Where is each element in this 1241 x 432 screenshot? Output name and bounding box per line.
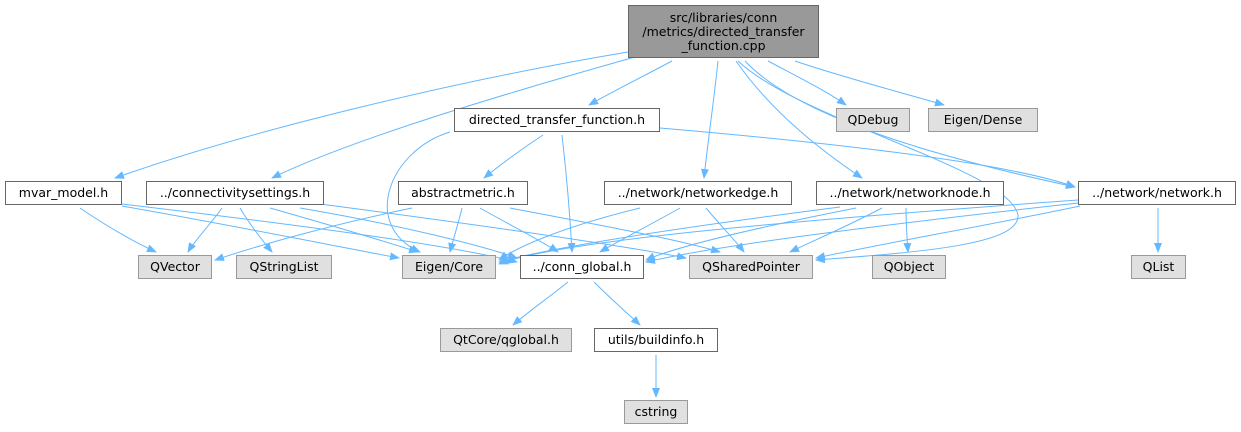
edge-root-to-networkedge-h bbox=[700, 60, 719, 179]
root-file-label-line-1: src/libraries/conn bbox=[669, 9, 778, 25]
node-conn-global-h[interactable]: ../conn_global.h bbox=[520, 255, 644, 279]
edge-networknode-to-qsharedpointer bbox=[789, 207, 883, 253]
node-label: QtCore/qglobal.h bbox=[453, 332, 559, 347]
node-cstring[interactable]: cstring bbox=[624, 400, 688, 424]
root-file-node[interactable]: src/libraries/conn /metrics/directed_tra… bbox=[628, 5, 819, 58]
edge-network-h-to-qsharedpointer bbox=[815, 205, 1081, 261]
node-label: cstring bbox=[634, 404, 678, 419]
edge-abstractmetric-to-qvector bbox=[214, 207, 413, 261]
edge-network-h-to-eigen-core bbox=[498, 199, 1079, 265]
node-utils-buildinfo-h[interactable]: utils/buildinfo.h bbox=[594, 328, 718, 352]
node-abstractmetric-h[interactable]: abstractmetric.h bbox=[398, 181, 528, 205]
node-network-h[interactable]: ../network/network.h bbox=[1078, 181, 1236, 205]
node-label: QStringList bbox=[249, 259, 319, 274]
node-label: mvar_model.h bbox=[18, 185, 109, 200]
edge-connectivitysettings-to-qvector bbox=[187, 207, 223, 253]
edge-conn-global-to-utils-buildinfo-h bbox=[593, 281, 641, 326]
edge-networknode-to-qobject bbox=[903, 207, 912, 253]
edge-mvar-model-to-qvector bbox=[79, 207, 157, 253]
edge-root-to-eigen-dense bbox=[794, 60, 945, 107]
node-qsharedpointer[interactable]: QSharedPointer bbox=[689, 255, 813, 279]
edge-abstractmetric-to-eigen-core bbox=[448, 207, 463, 253]
node-qobject[interactable]: QObject bbox=[872, 255, 946, 279]
node-connectivitysettings-h[interactable]: ../connectivitysettings.h bbox=[146, 181, 324, 205]
node-label: ../connectivitysettings.h bbox=[159, 185, 311, 200]
node-label: ../network/networkedge.h bbox=[617, 185, 779, 200]
node-label: Eigen/Dense bbox=[943, 112, 1023, 127]
node-label: QDebug bbox=[847, 112, 899, 127]
edge-root-to-mvar-model-h bbox=[114, 51, 629, 179]
node-label: QSharedPointer bbox=[702, 259, 800, 274]
edge-network-h-to-conn-global-h bbox=[645, 202, 1079, 264]
node-networkedge-h[interactable]: ../network/networkedge.h bbox=[604, 181, 792, 205]
node-label: directed_transfer_function.h bbox=[468, 112, 646, 127]
node-eigen-dense[interactable]: Eigen/Dense bbox=[928, 108, 1038, 132]
edge-conn-global-to-qtcore-qglobal-h bbox=[512, 281, 569, 326]
edge-abstractmetric-to-qsharedpointer bbox=[509, 207, 721, 254]
node-label: Eigen/Core bbox=[414, 259, 484, 274]
node-qdebug[interactable]: QDebug bbox=[836, 108, 910, 132]
node-label: ../conn_global.h bbox=[532, 259, 632, 274]
edge-root-to-networknode-h bbox=[735, 60, 863, 179]
edge-dtf-to-abstractmetric-h bbox=[483, 134, 544, 179]
edge-root-to-directed-transfer-function-h bbox=[588, 60, 673, 106]
node-qlist[interactable]: QList bbox=[1131, 255, 1186, 279]
edge-connectivitysettings-to-qstringlist bbox=[239, 207, 273, 253]
node-networknode-h[interactable]: ../network/networknode.h bbox=[816, 181, 1004, 205]
node-label: QList bbox=[1142, 259, 1175, 274]
edge-root-to-qsharedpointer bbox=[737, 60, 1019, 264]
node-label: utils/buildinfo.h bbox=[607, 332, 705, 347]
node-qtcore-qglobal-h[interactable]: QtCore/qglobal.h bbox=[440, 328, 572, 352]
edge-networkedge-to-conn-global-h bbox=[599, 207, 681, 253]
edge-root-to-qdebug bbox=[767, 60, 847, 106]
edge-root-to-connectivitysettings-h bbox=[271, 56, 636, 179]
node-label: QVector bbox=[150, 259, 200, 274]
node-directed-transfer-function-h[interactable]: directed_transfer_function.h bbox=[454, 108, 660, 132]
node-qvector[interactable]: QVector bbox=[138, 255, 212, 279]
edge-connectivitysettings-to-eigen-core bbox=[269, 207, 419, 254]
node-label: QObject bbox=[883, 259, 935, 274]
edge-mvar-model-to-conn-global-h bbox=[121, 203, 518, 264]
edge-dtf-to-eigen-core bbox=[386, 131, 451, 253]
node-mvar-model-h[interactable]: mvar_model.h bbox=[5, 181, 122, 205]
edge-networknode-to-conn-global-h bbox=[645, 207, 857, 261]
node-label: ../network/network.h bbox=[1092, 185, 1222, 200]
node-qstringlist[interactable]: QStringList bbox=[236, 255, 332, 279]
edge-mvar-model-to-eigen-core bbox=[121, 205, 400, 261]
root-file-label-line-2: /metrics/directed_transfer bbox=[642, 23, 805, 39]
edge-dtf-to-conn-global-h bbox=[561, 134, 576, 253]
node-eigen-core[interactable]: Eigen/Core bbox=[402, 255, 496, 279]
root-file-label-line-3: _function.cpp bbox=[681, 37, 766, 53]
edge-dtf-to-network-h bbox=[659, 127, 1076, 188]
edge-networkedge-to-qsharedpointer bbox=[705, 207, 745, 253]
edge-root-to-network-h bbox=[744, 60, 1076, 190]
node-label: ../network/networknode.h bbox=[829, 185, 991, 200]
edge-abstractmetric-to-conn-global-h bbox=[479, 207, 559, 253]
edge-networkedge-to-eigen-core bbox=[498, 207, 641, 261]
edge-connectivitysettings-to-qsharedpointer bbox=[319, 203, 687, 261]
node-label: abstractmetric.h bbox=[411, 185, 515, 200]
